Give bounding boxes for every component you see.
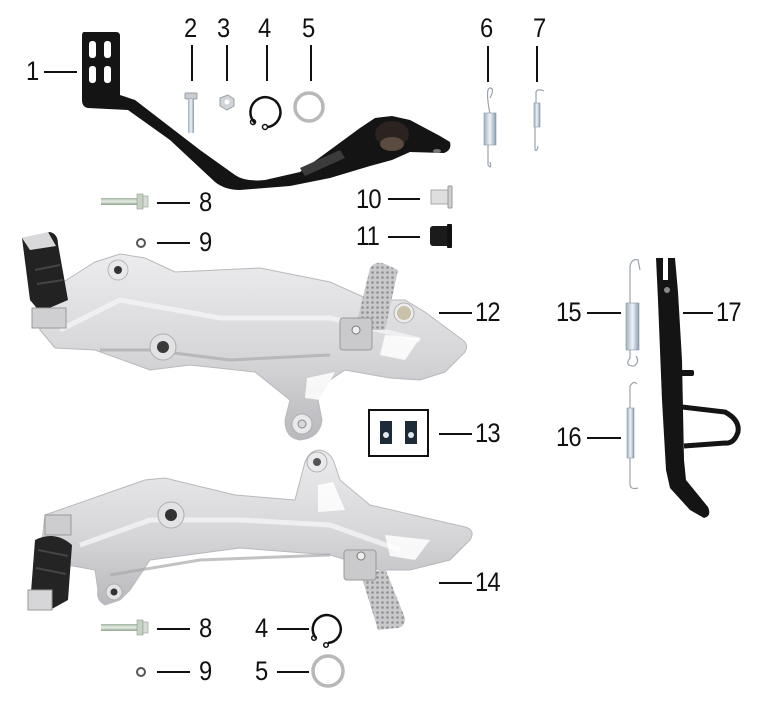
leader-line-5 <box>310 45 312 81</box>
washer-ring-part <box>293 91 325 123</box>
clip-nuts-box <box>368 409 429 457</box>
small-washer-part <box>136 238 146 248</box>
leader-line-7 <box>536 46 538 82</box>
right-footpeg-bracket-part <box>22 232 468 441</box>
leader-line-2 <box>191 45 193 81</box>
small-washer-lower-part <box>136 667 146 677</box>
callout-7: 7 <box>533 13 546 43</box>
rubber-bushing-part <box>430 224 452 248</box>
circlip-lower-part <box>311 613 342 645</box>
callout-11: 11 <box>356 221 380 251</box>
callout-1: 1 <box>26 56 39 86</box>
callout-2: 2 <box>184 13 197 43</box>
leader-line-8 <box>157 202 190 204</box>
leader-line-14 <box>439 582 472 584</box>
leader-line-4-lower <box>277 628 309 630</box>
circlip-part <box>249 95 282 129</box>
callout-5-lower: 5 <box>255 656 268 686</box>
callout-3: 3 <box>217 13 230 43</box>
callout-15: 15 <box>556 297 582 327</box>
side-stand-spring-small-part <box>626 381 639 490</box>
leader-line-5-lower <box>277 671 309 673</box>
flange-bolt-lower-part <box>101 619 149 636</box>
callout-8: 8 <box>199 187 212 217</box>
callout-8-lower: 8 <box>199 613 212 643</box>
leader-line-3 <box>226 45 228 81</box>
callout-9-lower: 9 <box>199 656 212 686</box>
callout-12: 12 <box>475 297 501 327</box>
side-stand-part <box>656 258 741 518</box>
callout-4-lower: 4 <box>255 613 268 643</box>
side-stand-spring-large-part <box>625 259 641 367</box>
leader-line-11 <box>388 236 420 238</box>
bushing-collar-part <box>430 185 453 209</box>
leader-line-10 <box>388 198 420 200</box>
leader-line-17 <box>683 312 713 314</box>
flange-bolt-part <box>101 193 149 210</box>
leader-line-15 <box>587 312 621 314</box>
bolt-part <box>184 92 198 133</box>
callout-5: 5 <box>302 13 315 43</box>
callout-13: 13 <box>475 418 501 448</box>
callout-14: 14 <box>475 567 501 597</box>
callout-16: 16 <box>556 422 582 452</box>
callout-4: 4 <box>258 13 271 43</box>
brake-return-spring-part <box>483 87 497 168</box>
callout-9: 9 <box>199 227 212 257</box>
callout-6: 6 <box>480 13 493 43</box>
left-footpeg-bracket-part <box>27 449 473 630</box>
leader-line-16 <box>587 437 621 439</box>
leader-line-12 <box>439 312 472 314</box>
brake-pedal-part <box>82 32 451 190</box>
leader-line-9 <box>157 242 190 244</box>
leader-line-6 <box>487 46 489 82</box>
leader-line-9-lower <box>157 671 190 673</box>
callout-10: 10 <box>356 184 382 214</box>
leader-line-1 <box>44 71 77 73</box>
leader-line-13 <box>439 433 472 435</box>
small-spring-part <box>533 89 545 152</box>
clip-nuts-part <box>380 421 417 444</box>
leader-line-4 <box>266 45 268 81</box>
callout-17: 17 <box>716 297 742 327</box>
leader-line-8-lower <box>157 628 190 630</box>
washer-ring-lower-part <box>311 654 345 688</box>
